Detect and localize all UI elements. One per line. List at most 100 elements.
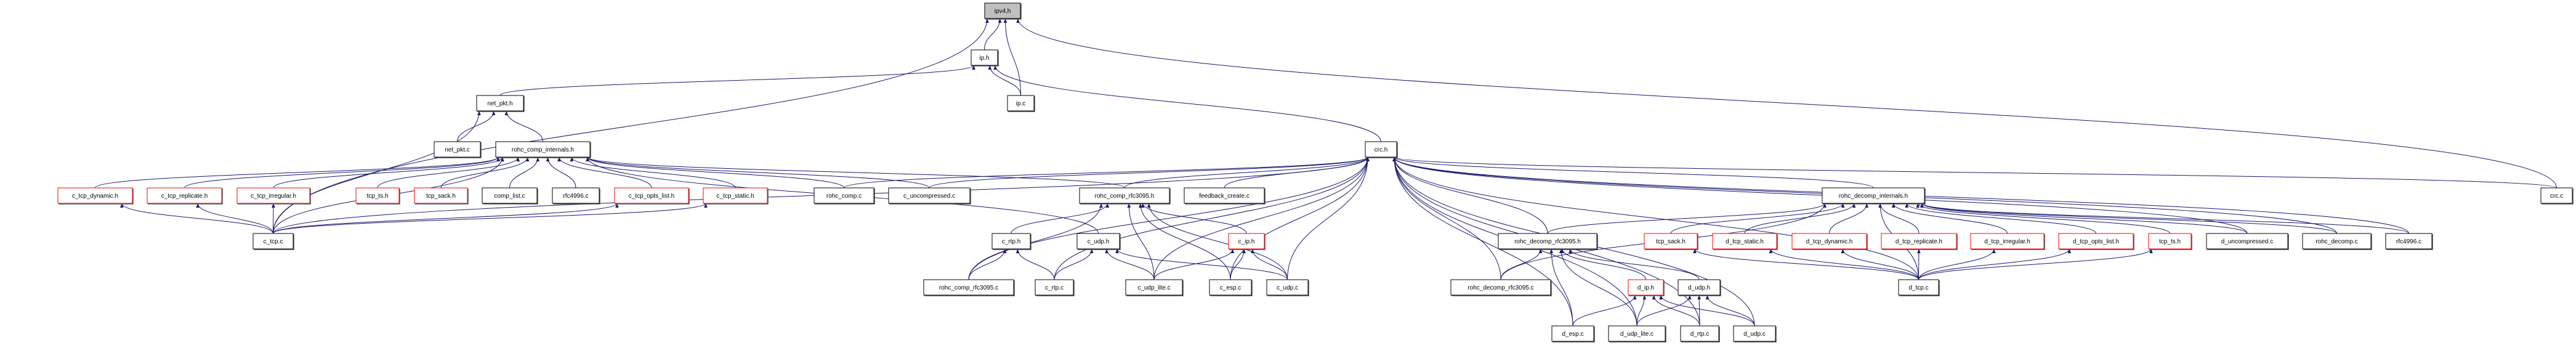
node-box (2302, 233, 2372, 250)
edge-rohc_comp_rfc3095_h-to-crc_h (1124, 156, 1370, 189)
graph-node-d-tcp-c[interactable]: d_tcp.c (1898, 279, 1940, 296)
edge-d_tcp_opts_list_h-to-rohc_decomp_internals_h (1905, 203, 2096, 234)
graph-node-rohc-decomp-rfc3095-c[interactable]: rohc_decomp_rfc3095.c (1450, 279, 1552, 296)
node-box (552, 187, 600, 204)
edge-c_udp_lite_c-to-rohc_comp_rfc3095_h (1127, 203, 1155, 280)
graph-node-c-tcp-replicate-h[interactable]: c_tcp_replicate.h (147, 187, 223, 205)
graph-node-c-rtp-c[interactable]: c_rtp.c (1035, 279, 1075, 296)
node-box (1791, 233, 1867, 250)
graph-node-d-tcp-static-h[interactable]: d_tcp_static.h (1712, 233, 1778, 250)
graph-node-d-tcp-irregular-h[interactable]: d_tcp_irregular.h (1970, 233, 2045, 250)
node-box (1551, 325, 1594, 342)
edge-d_tcp_c-to-d_tcp_sack_h (1693, 248, 1919, 280)
graph-node-c-rfc4996-c[interactable]: rfc4996.c (552, 187, 600, 205)
node-label: tcp_sack.h (426, 193, 456, 200)
graph-node-rohc-comp-rfc3095-h[interactable]: rohc_comp_rfc3095.h (1079, 187, 1171, 205)
node-box (482, 187, 538, 204)
node-label: feedback_create.c (1199, 193, 1250, 200)
node-box (814, 187, 874, 204)
graph-node-ip-h[interactable]: ip.h (971, 49, 999, 67)
graph-node-c-tcp-ts-h[interactable]: tcp_ts.h (355, 187, 400, 205)
node-shadow (1229, 234, 1266, 250)
graph-node-rohc-decomp-c[interactable]: rohc_decomp.c (2302, 233, 2372, 250)
edge-ip_c-to-ip_h (988, 65, 1021, 96)
graph-node-d-rtp-c[interactable]: d_rtp.c (1680, 325, 1720, 343)
graph-node-c-rtp-h[interactable]: c_rtp.h (991, 233, 1032, 250)
graph-node-d-udp-lite-c[interactable]: d_udp_lite.c (1608, 325, 1666, 343)
graph-node-d-ip-h[interactable]: d_ip.h (1628, 279, 1665, 296)
edge-net_pkt_c-to-net_pkt_h (457, 110, 496, 142)
node-box (1266, 279, 1309, 296)
graph-node-d-udp-c[interactable]: d_udp.c (1733, 325, 1777, 343)
node-label: ip.h (979, 55, 989, 62)
edge-d_tcp_c-to-d_tcp_static_h (1769, 248, 1919, 280)
graph-node-rohc-decomp-internals-h[interactable]: rohc_decomp_internals.h (1822, 187, 1926, 205)
graph-node-rohc-comp-c[interactable]: rohc_comp.c (814, 187, 875, 205)
node-box (2058, 233, 2134, 250)
graph-node-net-pkt-c[interactable]: net_pkt.c (434, 141, 482, 158)
graph-node-net-pkt-h[interactable]: net_pkt.h (476, 95, 525, 112)
graph-node-c-uncompressed-c[interactable]: c_uncompressed.c (888, 187, 971, 205)
graph-node-c-udp-lite-c[interactable]: c_udp_lite.c (1125, 279, 1184, 296)
graph-node-d-tcp-dynamic-h[interactable]: d_tcp_dynamic.h (1791, 233, 1868, 250)
graph-node-d-udp-h[interactable]: d_udp.h (1678, 279, 1721, 296)
graph-node-c-esp-c[interactable]: c_esp.c (1209, 279, 1253, 296)
node-label: rohc_decomp_internals.h (1839, 193, 1908, 200)
node-shadow (1036, 280, 1075, 296)
edge-c_uncompressed_c-to-rohc_comp_internals_h (586, 156, 930, 189)
graph-node-d-rfc4996-c[interactable]: rfc4996.c (2385, 233, 2433, 250)
node-box (2148, 233, 2192, 250)
node-layer: ipv4.h ip.h net_pkt.h ip.c net_pkt.c rohc_com… (57, 2, 2574, 343)
graph-node-c-tcp-c[interactable]: c_tcp.c (252, 233, 294, 250)
graph-node-d-tcp-ts-h[interactable]: tcp_ts.h (2148, 233, 2192, 250)
node-box (1680, 325, 1719, 342)
graph-node-c-tcp-opts-list-h[interactable]: c_tcp_opts_list.h (614, 187, 690, 205)
node-label: d_tcp.c (1908, 285, 1928, 291)
graph-node-c-udp-c[interactable]: c_udp.c (1266, 279, 1309, 296)
graph-node-comp-list-c[interactable]: comp_list.c (482, 187, 538, 205)
node-shadow (1713, 234, 1778, 250)
node-shadow (415, 189, 469, 205)
graph-node-c-tcp-dynamic-h[interactable]: c_tcp_dynamic.h (57, 187, 134, 205)
graph-node-feedback-create-c[interactable]: feedback_create.c (1184, 187, 1266, 205)
node-label: comp_list.c (494, 193, 525, 200)
graph-node-c-tcp-sack-h[interactable]: tcp_sack.h (414, 187, 469, 205)
graph-node-d-tcp-sack-h[interactable]: tcp_sack.h (1644, 233, 1698, 250)
graph-node-c-udp-h[interactable]: c_udp.h (1076, 233, 1121, 250)
edge-c_uncompressed_c-to-crc_h (929, 156, 1370, 189)
graph-node-d-esp-c[interactable]: d_esp.c (1551, 325, 1595, 343)
graph-node-rohc-comp-rfc3095-c[interactable]: rohc_comp_rfc3095.c (923, 279, 1015, 296)
edge-c_tcp_sack_h-to-rohc_comp_internals_h (440, 156, 530, 189)
edge-d_esp_c-to-crc_h (1392, 156, 1573, 327)
edge-c_rfc4996_c-to-rohc_comp_internals_h (546, 156, 576, 189)
graph-node-c-ip-h[interactable]: c_ip.h (1228, 233, 1266, 250)
node-box (971, 49, 998, 66)
graph-node-rohc-decomp-rfc3095-h[interactable]: rohc_decomp_rfc3095.h (1498, 233, 1598, 250)
graph-node-rohc-comp-internals-h[interactable]: rohc_comp_internals.h (495, 141, 591, 158)
node-box (1822, 187, 1925, 204)
node-label: c_rtp.c (1045, 285, 1064, 291)
node-shadow (924, 280, 1015, 296)
graph-node-d-tcp-replicate-h[interactable]: d_tcp_replicate.h (1881, 233, 1958, 250)
edge-c_udp_lite_c-to-c_udp_h (1105, 248, 1155, 280)
edge-crc_h-to-ip_h (993, 65, 1381, 142)
edge-c_udp_c-to-c_udp_h (1115, 248, 1288, 280)
node-shadow (1681, 327, 1720, 343)
graph-node-c-tcp-irregular-h[interactable]: c_tcp_irregular.h (236, 187, 311, 205)
node-label: crc.h (1375, 147, 1388, 153)
edge-d_uncompressed_c-to-rohc_decomp_internals_h (1920, 203, 2248, 234)
graph-node-crc-h[interactable]: crc.h (1365, 141, 1398, 158)
node-label: tcp_sack.h (1656, 238, 1686, 245)
graph-node-c-tcp-static-h[interactable]: c_tcp_static.h (703, 187, 769, 205)
node-box (1733, 325, 1776, 342)
node-shadow (1080, 189, 1171, 205)
node-box (252, 233, 294, 250)
graph-node-crc-c[interactable]: crc.c (2540, 187, 2574, 205)
graph-node-d-uncompressed-c[interactable]: d_uncompressed.c (2206, 233, 2289, 250)
node-shadow (254, 234, 294, 250)
graph-node-ipv4-h[interactable]: ipv4.h (984, 2, 1022, 20)
graph-node-ip-c[interactable]: ip.c (1007, 95, 1035, 112)
edge-c_rtp_c-to-c_rtp_h (1015, 248, 1055, 280)
graph-node-d-tcp-opts-list-h[interactable]: d_tcp_opts_list.h (2058, 233, 2134, 250)
